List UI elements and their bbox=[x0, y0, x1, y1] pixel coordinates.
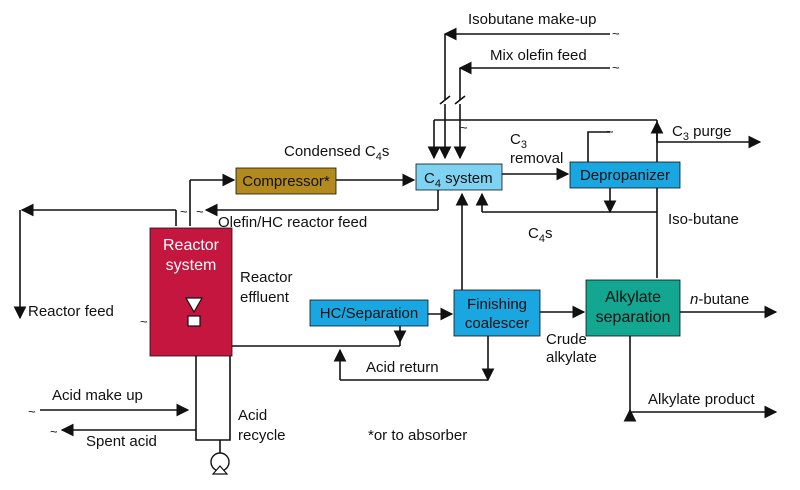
c3-purge-label: C3 purge bbox=[672, 123, 732, 143]
depropanizer-overhead bbox=[587, 131, 610, 162]
depropanizer-label: Depropanizer bbox=[580, 167, 670, 184]
alkylate-label-line2: separation bbox=[596, 309, 671, 326]
iso-butane-label: Iso-butane bbox=[668, 211, 739, 228]
pump-icon bbox=[210, 440, 230, 475]
olefin-hc-feed-label: Olefin/HC reactor feed bbox=[218, 214, 367, 231]
line-break-mark bbox=[439, 95, 451, 105]
flow-lines bbox=[13, 27, 778, 441]
unit-depropanizer: Depropanizer bbox=[569, 161, 681, 189]
unit-reactor-system: Reactor system bbox=[149, 227, 233, 357]
stream-labels: Isobutane make-up Mix olefin feed Conden… bbox=[28, 11, 756, 450]
reactor-effluent-label-line2: effluent bbox=[240, 289, 290, 306]
acid-recycle-label-line2: recycle bbox=[238, 427, 286, 444]
reactor-effluent-label-line1: Reactor bbox=[240, 269, 293, 286]
svg-text:~: ~ bbox=[28, 404, 36, 419]
svg-text:~: ~ bbox=[612, 60, 620, 75]
svg-text:~: ~ bbox=[612, 26, 620, 41]
reactor-label-line1: Reactor bbox=[163, 237, 220, 254]
finishing-label-line2: coalescer bbox=[465, 315, 529, 332]
isobutane-makeup-label: Isobutane make-up bbox=[468, 11, 596, 28]
unit-compressor: Compressor* bbox=[235, 167, 337, 195]
acid-recycle-loop bbox=[195, 356, 231, 441]
c4s-return-label: C4s bbox=[528, 225, 552, 245]
acid-makeup-label: Acid make up bbox=[52, 387, 143, 404]
svg-text:~: ~ bbox=[140, 314, 148, 329]
svg-text:~: ~ bbox=[180, 204, 188, 219]
reactor-label-line2: system bbox=[166, 257, 217, 274]
reactor-feed-label: Reactor feed bbox=[28, 303, 114, 320]
n-butane-label: n-butane bbox=[690, 291, 749, 308]
c4-system-label: C4 system bbox=[424, 170, 493, 190]
footnote: *or to absorber bbox=[368, 427, 467, 444]
unit-alkylate-separation: Alkylate separation bbox=[585, 279, 681, 337]
crude-alkylate-label-line1: Crude bbox=[546, 331, 587, 348]
mix-olefin-feed-label: Mix olefin feed bbox=[490, 47, 587, 64]
hc-separation-label: HC/Separation bbox=[320, 305, 418, 322]
spent-acid-label: Spent acid bbox=[86, 433, 157, 450]
acid-return-label: Acid return bbox=[366, 359, 439, 376]
svg-text:~: ~ bbox=[606, 124, 614, 139]
acid-recycle-label-line1: Acid bbox=[238, 407, 267, 424]
reactor-nozzle-icon bbox=[184, 297, 204, 327]
svg-text:~: ~ bbox=[50, 424, 58, 439]
compressor-label: Compressor* bbox=[242, 173, 330, 190]
alkylate-label-line1: Alkylate bbox=[605, 289, 661, 306]
alkylate-product-label: Alkylate product bbox=[648, 391, 756, 408]
line-break-mark bbox=[454, 95, 466, 105]
unit-finishing-coalescer: Finishing coalescer bbox=[453, 289, 541, 337]
finishing-label-line1: Finishing bbox=[467, 296, 527, 313]
unit-c4-system: C4 system bbox=[415, 163, 503, 191]
crude-alkylate-label-line2: alkylate bbox=[546, 349, 597, 366]
condensed-c4s-label: Condensed C4s bbox=[284, 143, 389, 163]
unit-hc-separation: HC/Separation bbox=[309, 299, 429, 327]
line-break-tildes: ~ ~ ~ ~ ~ ~ ~ ~ ~ bbox=[28, 26, 620, 439]
c3-removal-label-line2: removal bbox=[510, 150, 563, 167]
svg-text:~: ~ bbox=[196, 204, 204, 219]
svg-text:~: ~ bbox=[460, 120, 468, 135]
c3-removal-label-line1: C3 bbox=[510, 131, 527, 151]
